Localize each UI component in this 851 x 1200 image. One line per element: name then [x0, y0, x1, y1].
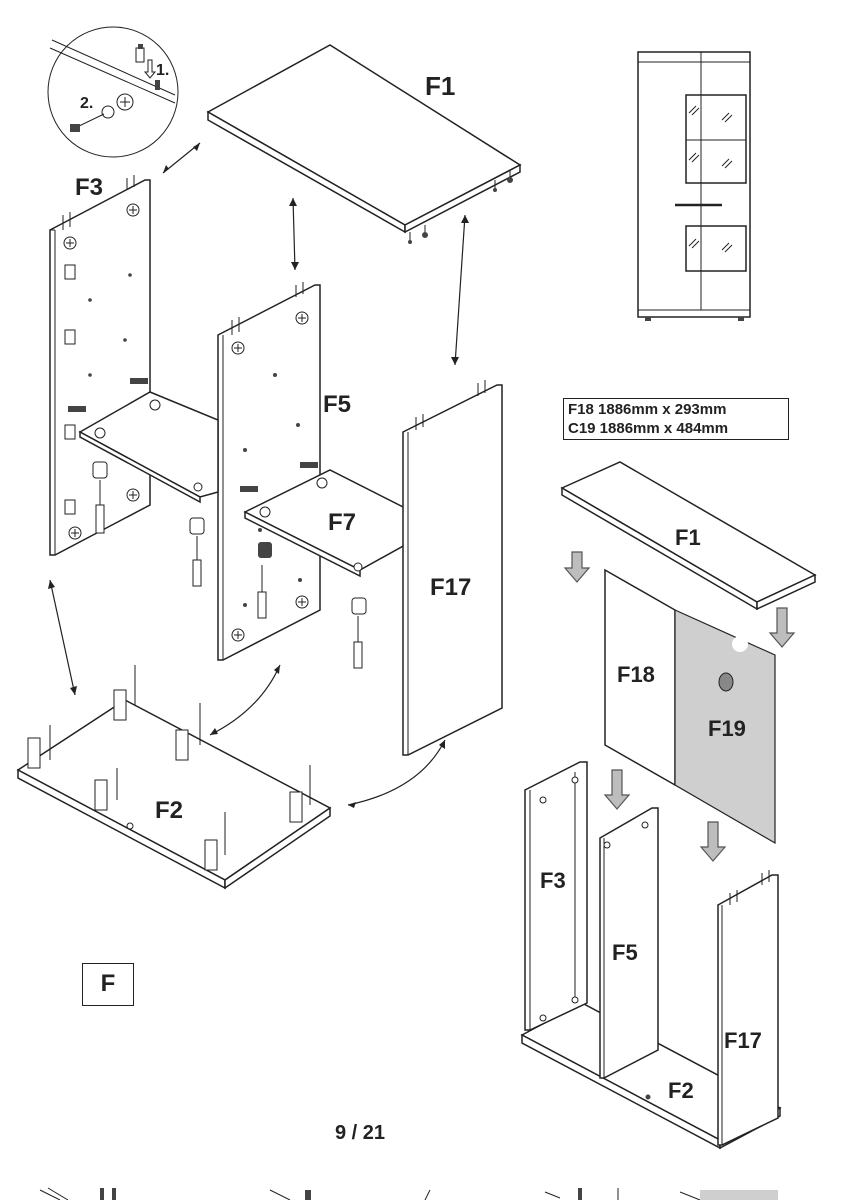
dimensions-box: F18 1886mm x 293mm C19 1886mm x 484mm [563, 398, 789, 440]
cam-fittings [92, 461, 367, 669]
door-f19: F19 [674, 609, 776, 845]
label-f3-right: F3 [540, 868, 566, 893]
assembly-arrows [48, 142, 469, 808]
door-knob-icon [718, 672, 734, 692]
down-arrow-icon [768, 607, 796, 648]
dowel-icon [135, 47, 145, 63]
leveling-feet [27, 665, 311, 871]
page-number: 9 / 21 [334, 1122, 386, 1144]
label-f1-left: F1 [425, 71, 455, 101]
down-arrow-icon [603, 769, 631, 810]
right-carcass: F2 F3 F5 F17 [520, 761, 782, 1150]
dimension-f18: F18 1886mm x 293mm [568, 401, 727, 418]
bolt-icon [155, 80, 160, 90]
insert-arrow-icon [143, 59, 157, 79]
label-f3-left: F3 [75, 174, 103, 201]
dimension-c19: C19 1886mm x 484mm [568, 420, 729, 437]
label-f5-right: F5 [612, 940, 638, 965]
bottom-cropped-strip [39, 1187, 778, 1200]
down-arrow-icon [699, 821, 727, 862]
label-f2-right: F2 [668, 1078, 694, 1103]
label-f19: F19 [708, 716, 746, 741]
panel-f2-base: F2 [16, 665, 332, 890]
label-f18: F18 [617, 662, 655, 687]
panel-f1-top: F1 [206, 44, 522, 244]
right-top-panel-f1: F1 [560, 461, 817, 611]
callout-step-1: 1. [156, 62, 169, 79]
label-f2-left: F2 [155, 797, 183, 824]
panel-f5-middle: F5 [217, 282, 351, 661]
label-f1-right: F1 [675, 525, 701, 550]
label-f5-left: F5 [323, 391, 351, 418]
cabinet-front-view [637, 51, 751, 321]
shelf-upper-left [68, 378, 219, 504]
cam-lock-detail-callout: 1. 2. [47, 26, 179, 158]
downward-arrows [563, 551, 796, 862]
panel-f17-side: F17 [402, 380, 503, 756]
label-f17-left: F17 [430, 574, 471, 601]
callout-step-2: 2. [80, 95, 93, 112]
section-label-box: F [82, 963, 134, 1006]
label-f7: F7 [328, 509, 356, 536]
door-f18: F18 [604, 568, 676, 787]
down-arrow-icon [563, 551, 591, 583]
label-f17-right: F17 [724, 1028, 762, 1053]
